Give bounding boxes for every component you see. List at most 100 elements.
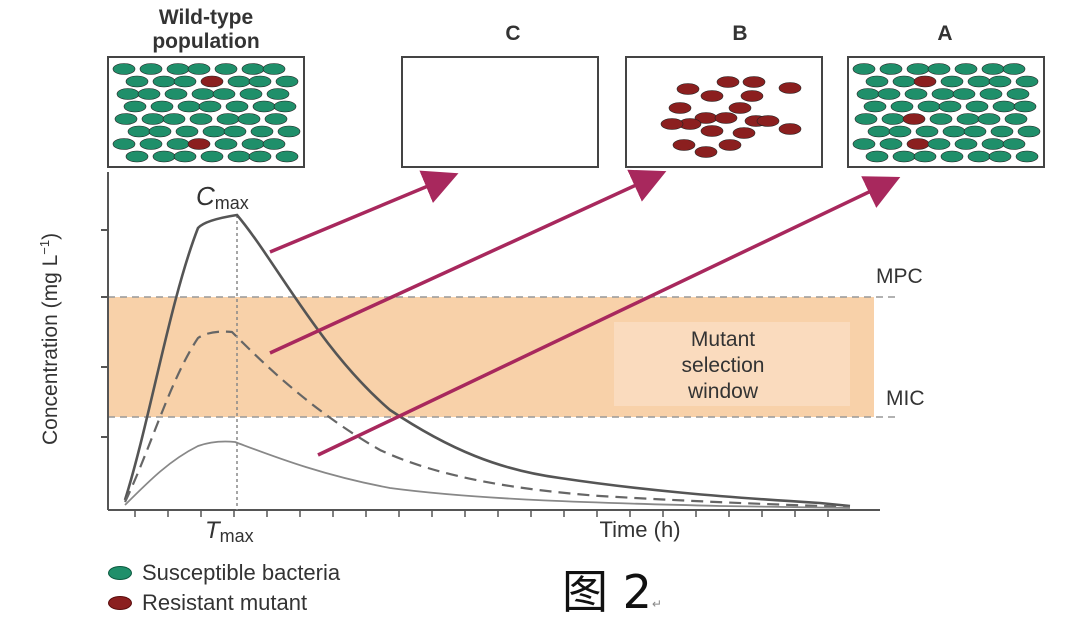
susceptible-cell — [114, 113, 138, 125]
susceptible-cell — [112, 138, 136, 150]
susceptible-cell — [239, 88, 263, 100]
medium-dose-curve — [124, 330, 851, 509]
legend-item-susceptible: Susceptible bacteria — [108, 560, 340, 586]
susceptible-cell — [990, 125, 1014, 138]
susceptible-cell — [865, 150, 889, 163]
susceptible-cell — [940, 75, 964, 88]
susceptible-cell — [139, 63, 163, 75]
resistant-cell — [694, 146, 718, 158]
susceptible-cell — [162, 113, 186, 125]
tmax-main: T — [205, 517, 222, 544]
panel-b-box — [625, 56, 823, 168]
susceptible-cell — [1002, 63, 1026, 75]
susceptible-cell — [988, 150, 1012, 163]
susceptible-cell — [125, 150, 149, 163]
susceptible-cell — [888, 125, 912, 138]
x-axis-title: Time (h) — [599, 517, 680, 542]
resistant-cell — [700, 90, 724, 102]
susceptible-cell — [954, 138, 978, 150]
susceptible-cell — [275, 75, 299, 88]
susceptible-cell — [1015, 150, 1039, 163]
resistant-cell — [672, 139, 696, 151]
susceptible-cell — [877, 88, 901, 100]
susceptible-cell — [867, 125, 891, 138]
susceptible-cell — [175, 125, 199, 138]
susceptible-cell — [214, 138, 238, 150]
y-axis-title-end: ) — [39, 233, 62, 240]
susceptible-cell — [1017, 125, 1041, 138]
susceptible-cell — [965, 100, 989, 113]
susceptible-cell — [264, 113, 288, 125]
susceptible-cell — [227, 150, 251, 163]
susceptible-cell — [931, 88, 955, 100]
susceptible-cell — [141, 113, 165, 125]
susceptible-cell — [198, 100, 222, 113]
susceptible-cell — [915, 125, 939, 138]
susceptible-cell — [189, 113, 213, 125]
resistant-cell — [778, 123, 802, 135]
susceptible-cell — [967, 150, 991, 163]
susceptible-cell — [981, 138, 1005, 150]
tmax-sub: max — [220, 526, 254, 546]
arrow-to-panel-b — [269, 169, 667, 355]
susceptible-cell — [852, 138, 876, 150]
susceptible-cell — [214, 63, 238, 75]
resistant-cell — [714, 112, 738, 124]
mic-label: MIC — [886, 387, 925, 410]
panel-wild-cells — [112, 63, 301, 163]
susceptible-cell — [241, 138, 265, 150]
cmax-label: Cmax — [196, 181, 249, 213]
susceptible-cell — [1002, 138, 1026, 150]
panel-c-box — [401, 56, 599, 168]
susceptible-cell — [202, 125, 226, 138]
susceptible-cell — [164, 88, 188, 100]
legend-susceptible-label: Susceptible bacteria — [142, 560, 341, 585]
susceptible-cell — [852, 63, 876, 75]
panel-wild-title-line2: population — [152, 30, 259, 53]
susceptible-cell — [879, 138, 903, 150]
susceptible-cell — [992, 100, 1016, 113]
susceptible-cell — [125, 75, 149, 88]
resistant-cell — [913, 75, 937, 88]
susceptible-cell — [940, 150, 964, 163]
y-axis-ticks — [101, 229, 108, 438]
susceptible-cell — [200, 150, 224, 163]
y-axis-title: Concentration (mg L−1) — [37, 233, 62, 445]
legend-resistant-label: Resistant mutant — [142, 590, 308, 615]
susceptible-cell — [938, 100, 962, 113]
figure-caption-text: 图 2 — [562, 565, 652, 619]
susceptible-cell — [273, 100, 297, 113]
resistant-cell — [716, 76, 740, 88]
resistant-cell — [902, 113, 926, 125]
susceptible-cell — [942, 125, 966, 138]
arrow-to-panel-c — [269, 170, 459, 254]
susceptible-cell — [1004, 113, 1028, 125]
susceptible-cell — [913, 150, 937, 163]
tmax-label: Tmax — [205, 517, 254, 546]
susceptible-cell — [216, 113, 240, 125]
susceptible-cell — [929, 113, 953, 125]
panel-b-title: B — [732, 22, 747, 45]
susceptible-cell — [906, 63, 930, 75]
susceptible-cell — [148, 125, 172, 138]
susceptible-cell — [952, 88, 976, 100]
susceptible-cell — [988, 75, 1012, 88]
panel-wild-title-line1: Wild-type — [159, 6, 253, 29]
high-dose-curve — [123, 213, 851, 508]
susceptible-cell — [979, 88, 1003, 100]
susceptible-cell — [166, 138, 190, 150]
susceptible-cell — [116, 88, 140, 100]
susceptible-cell — [904, 88, 928, 100]
susceptible-cell — [892, 75, 916, 88]
panel-b-cells — [660, 76, 802, 158]
susceptible-cell — [227, 75, 251, 88]
susceptible-cell — [250, 125, 274, 138]
susceptible-cell — [262, 138, 286, 150]
susceptible-cell — [173, 75, 197, 88]
window-label-line2: selection — [682, 354, 765, 377]
resistant-cell — [200, 75, 224, 88]
mutant-selection-window-label-box — [614, 322, 850, 406]
legend-item-resistant: Resistant mutant — [108, 590, 307, 616]
resistant-cell — [742, 76, 766, 88]
susceptible-cell — [1006, 88, 1030, 100]
